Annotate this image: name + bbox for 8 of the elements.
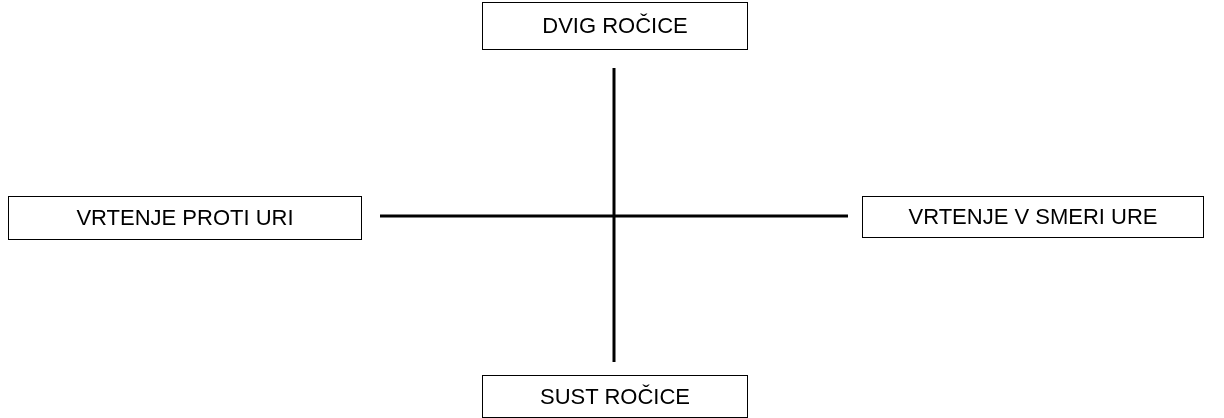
direction-label: VRTENJE V SMERI URE [908,204,1158,230]
direction-label: SUST ROČICE [540,383,690,410]
direction-label: DVIG ROČICE [542,13,688,39]
label-box [482,375,748,418]
label-box [482,2,748,50]
label-box [862,196,1204,238]
label-box [8,196,362,240]
direction-label: VRTENJE PROTI URI [76,205,294,231]
